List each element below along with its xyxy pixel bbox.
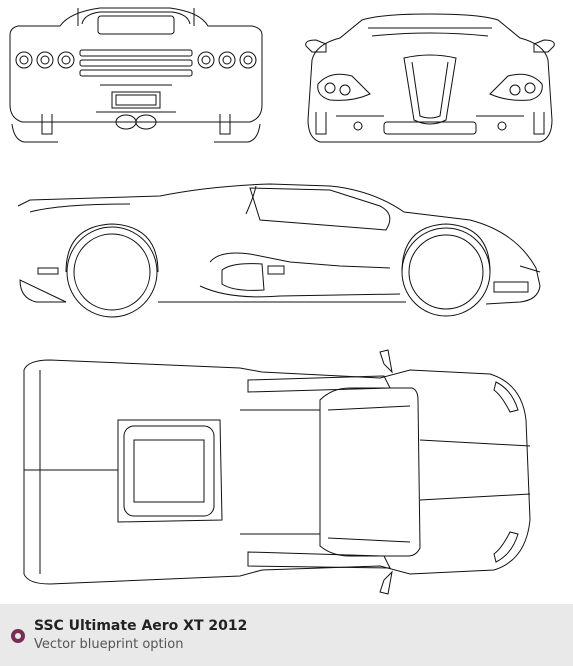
caption-bar: SSC Ultimate Aero XT 2012 Vector bluepri… <box>0 604 573 666</box>
top-view <box>23 349 531 595</box>
rear-view <box>9 7 263 143</box>
caption-subtitle: Vector blueprint option <box>34 637 184 652</box>
side-view <box>17 183 541 318</box>
blueprint-drawing <box>9 7 555 595</box>
front-view <box>305 13 555 143</box>
caption-title: SSC Ultimate Aero XT 2012 <box>34 618 248 634</box>
radio-icon[interactable] <box>11 629 25 643</box>
